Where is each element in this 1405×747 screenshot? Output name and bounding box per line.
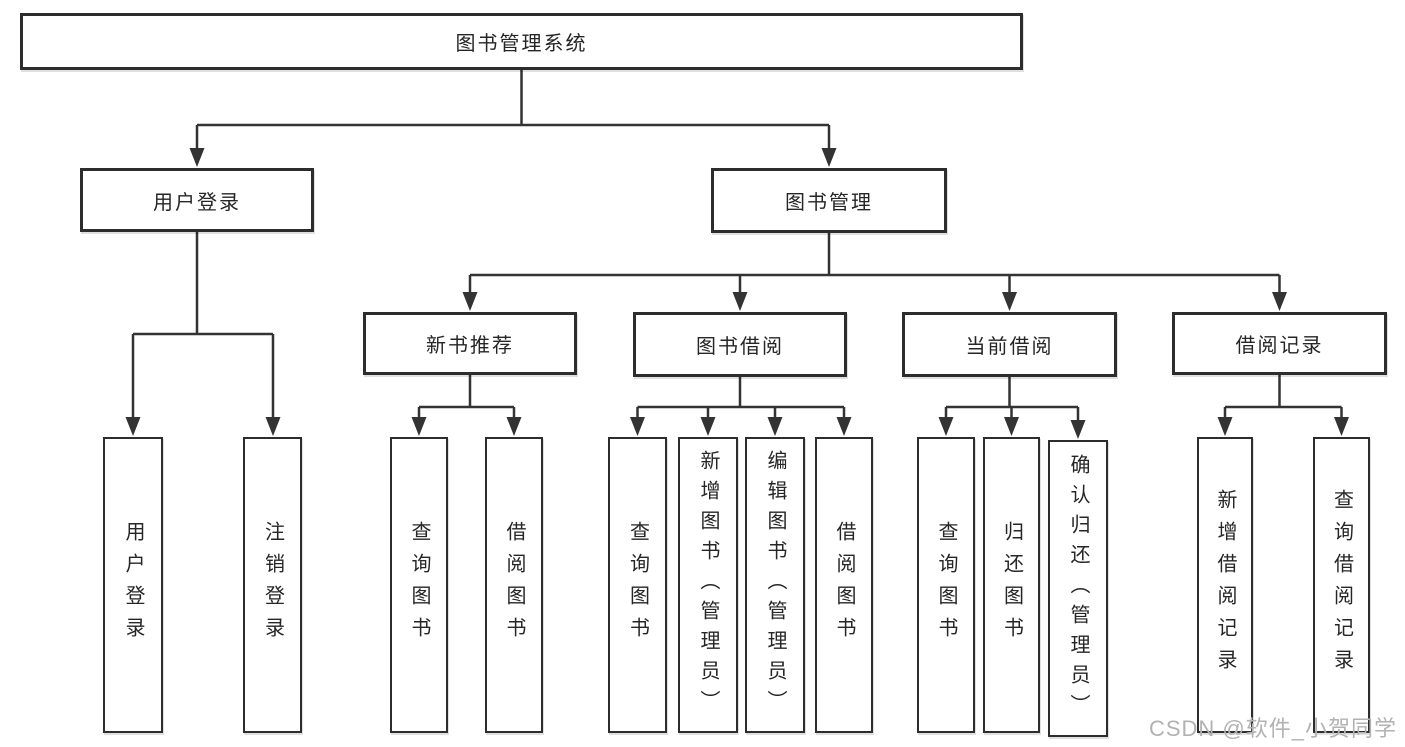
node-book-borrowing: 图书借阅 — [633, 312, 847, 377]
leaf-query-books-recommend: 查询图书 — [390, 437, 448, 733]
arrowhead — [767, 417, 783, 436]
leaf-logout: 注销登录 — [243, 437, 302, 733]
node-current-borrowing: 当前借阅 — [902, 312, 1117, 377]
leaf-borrow-books: 借阅图书 — [815, 437, 873, 733]
arrowhead — [938, 417, 954, 436]
node-new-book-recommendation: 新书推荐 — [363, 312, 577, 375]
arrowhead — [265, 417, 281, 436]
node-book-management: 图书管理 — [711, 168, 947, 233]
arrowhead — [700, 417, 716, 436]
leaf-add-borrow-record: 新增借阅记录 — [1197, 437, 1253, 733]
arrowhead — [189, 148, 205, 167]
leaf-edit-books-admin: 编辑图书（管理员） — [745, 437, 805, 733]
leaf-query-books-borrowing: 查询图书 — [608, 437, 667, 733]
arrowhead — [462, 292, 478, 311]
arrowhead — [732, 292, 748, 311]
leaf-query-borrow-record: 查询借阅记录 — [1313, 437, 1370, 733]
leaf-return-books: 归还图书 — [983, 437, 1040, 733]
arrowhead — [506, 417, 522, 436]
arrowhead — [1004, 417, 1019, 436]
node-user-login: 用户登录 — [80, 168, 314, 232]
csdn-watermark: CSDN @软件_小贺同学 — [1148, 716, 1397, 741]
arrowhead — [1217, 417, 1233, 436]
arrowhead — [411, 417, 427, 436]
arrowhead — [1334, 417, 1349, 436]
leaf-query-books-current: 查询图书 — [917, 437, 975, 733]
leaf-confirm-return-admin: 确认归还（管理员） — [1048, 440, 1108, 737]
arrowhead — [630, 417, 645, 436]
leaf-add-books-admin: 新增图书（管理员） — [678, 437, 738, 733]
leaf-user-login: 用户登录 — [103, 437, 163, 733]
arrowhead — [125, 417, 141, 436]
leaf-borrow-books-recommend: 借阅图书 — [485, 437, 543, 733]
arrowhead — [836, 417, 852, 436]
arrowhead — [1272, 292, 1287, 311]
node-library-management-system: 图书管理系统 — [20, 13, 1023, 70]
arrowhead — [821, 148, 837, 167]
arrowhead — [1070, 420, 1086, 439]
arrowhead — [1002, 292, 1017, 311]
node-borrowing-records: 借阅记录 — [1172, 312, 1387, 375]
